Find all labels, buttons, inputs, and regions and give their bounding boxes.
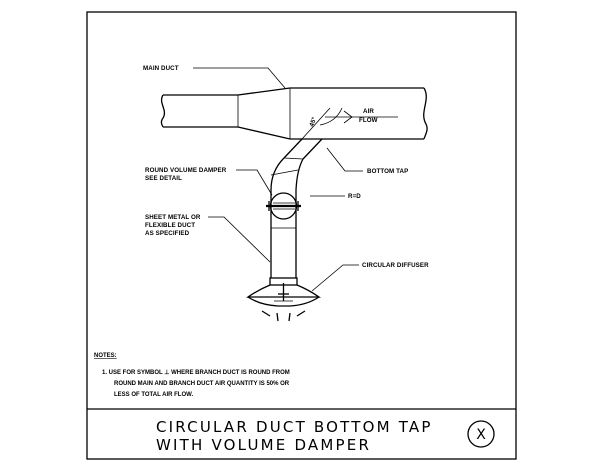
title-line1: CIRCULAR DUCT BOTTOM TAP — [156, 418, 433, 436]
label-damper-line2: SEE DETAIL — [145, 175, 182, 182]
note-line2: ROUND MAIN AND BRANCH DUCT AIR QUANTITY … — [114, 381, 290, 387]
label-sheet-line3: AS SPECIFIED — [145, 230, 190, 237]
notes-heading: NOTES: — [94, 353, 117, 359]
label-radius: R=D — [348, 193, 361, 200]
label-circular-diffuser: CIRCULAR DIFFUSER — [362, 262, 429, 269]
label-sheet-line2: FLEXIBLE DUCT — [145, 222, 195, 229]
label-main-duct: MAIN DUCT — [143, 65, 179, 72]
label-air: AIR — [363, 108, 374, 115]
label-sheet-line1: SHEET METAL OR — [145, 214, 201, 221]
detail-key-label: X — [476, 427, 486, 443]
label-angle: 45° — [308, 116, 318, 128]
air-flow-indicator — [301, 107, 398, 140]
volume-damper — [266, 192, 301, 220]
main-duct — [160, 87, 428, 140]
title-line2: WITH VOLUME DAMPER — [156, 436, 371, 454]
label-bottom-tap: BOTTOM TAP — [367, 168, 408, 175]
note-line1: 1. USE FOR SYMBOL ⊥ WHERE BRANCH DUCT IS… — [102, 369, 290, 376]
drawing-border — [86, 11, 517, 460]
note-line3: LESS OF TOTAL AIR FLOW. — [114, 392, 193, 398]
circular-diffuser — [245, 277, 322, 322]
leader-lines — [193, 67, 363, 292]
bottom-tap-branch — [270, 138, 323, 278]
detail-key-circle — [467, 420, 495, 448]
label-flow: FLOW — [359, 117, 378, 124]
label-damper-line1: ROUND VOLUME DAMPER — [145, 167, 227, 174]
